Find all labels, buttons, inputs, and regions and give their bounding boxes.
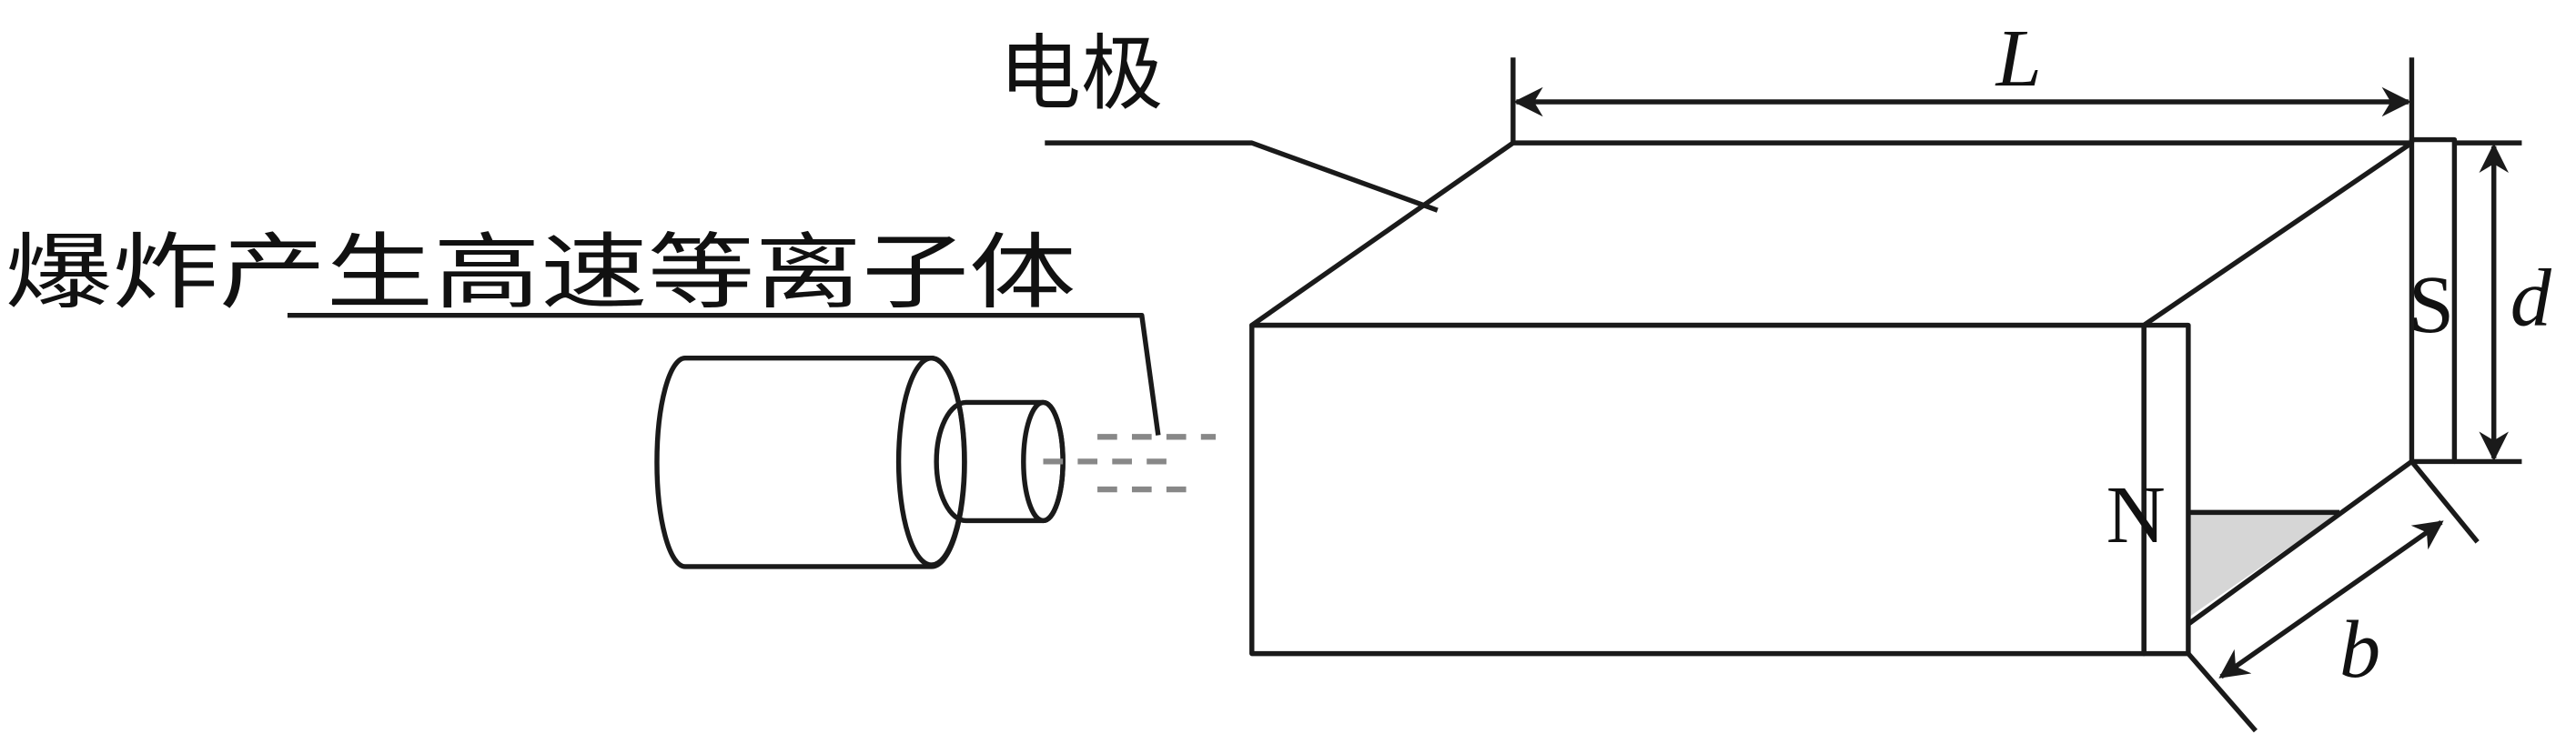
plasma-stream <box>1043 434 1217 493</box>
north-pole-label: N <box>2106 469 2166 560</box>
plasma-label: 爆炸产生高速等离子体 <box>5 225 1076 320</box>
south-pole-label: S <box>2409 259 2454 350</box>
front-electrode-face <box>1249 322 2147 657</box>
length-label: L <box>1995 13 2042 104</box>
thickness-label: d <box>2510 253 2552 344</box>
south-magnet <box>2409 136 2458 465</box>
electrode-label: 电极 <box>999 26 1164 122</box>
generator-channel <box>1249 136 2458 657</box>
width-label: b <box>2339 604 2380 695</box>
electrode-leader-line <box>1045 140 1439 213</box>
north-magnet <box>2141 322 2191 657</box>
plasma-gun <box>654 355 1066 569</box>
width-arrow <box>2218 519 2444 679</box>
plasma-leader-line <box>287 313 1161 436</box>
